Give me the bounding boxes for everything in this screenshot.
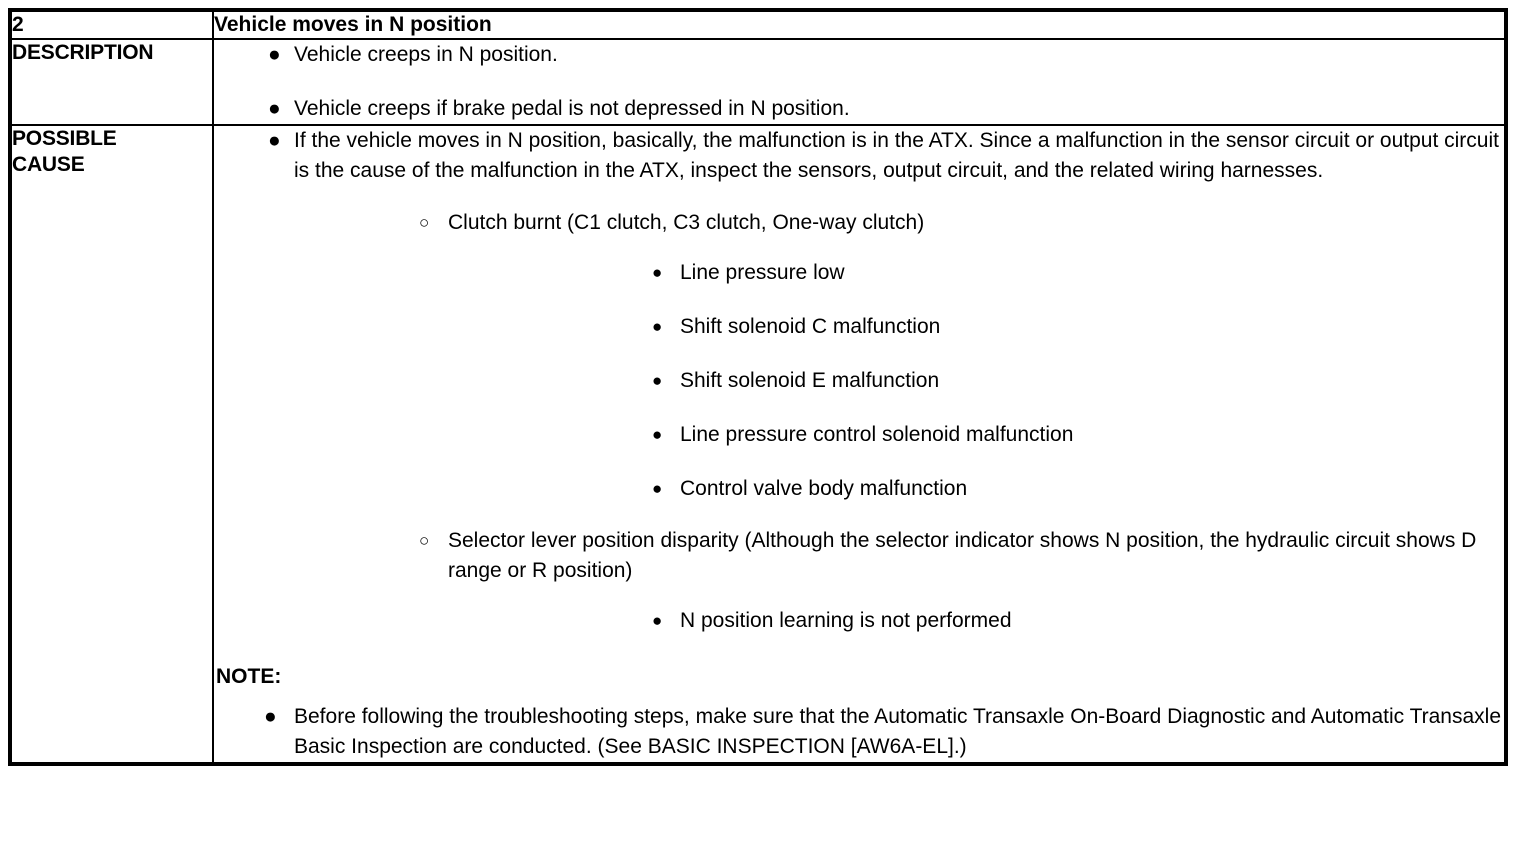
row-number-cell: 2 bbox=[9, 9, 214, 40]
note-list: ● Before following the troubleshooting s… bbox=[214, 702, 1504, 762]
possible-cause-body-cell: ● If the vehicle moves in N position, ba… bbox=[212, 124, 1507, 765]
list-item-text: Clutch burnt (C1 clutch, C3 clutch, One-… bbox=[448, 211, 925, 234]
filled-bullet-icon: ● bbox=[652, 425, 663, 444]
filled-bullet-icon: ● bbox=[268, 129, 281, 152]
list-item: ● N position learning is not performed bbox=[448, 606, 1504, 636]
list-item-text: Control valve body malfunction bbox=[680, 477, 968, 500]
troubleshooting-table: 2 Vehicle moves in N position DESCRIPTIO… bbox=[8, 8, 1508, 766]
list-item-text: Vehicle creeps in N position. bbox=[294, 43, 558, 66]
table-row-description: DESCRIPTION ● Vehicle creeps in N positi… bbox=[9, 38, 1507, 126]
list-item: ○ Clutch burnt (C1 clutch, C3 clutch, On… bbox=[294, 208, 1504, 504]
filled-bullet-icon: ● bbox=[268, 43, 281, 66]
list-item: ● Vehicle creeps in N position. bbox=[214, 40, 1504, 70]
description-list: ● Vehicle creeps in N position. ● Vehicl… bbox=[214, 40, 1504, 124]
table-row-possible-cause: POSSIBLE CAUSE ● If the vehicle moves in… bbox=[9, 124, 1507, 765]
list-item: ● Before following the troubleshooting s… bbox=[214, 702, 1504, 762]
list-item-text: Shift solenoid C malfunction bbox=[680, 315, 941, 338]
table-row-header: 2 Vehicle moves in N position bbox=[9, 9, 1507, 40]
list-item-text: If the vehicle moves in N position, basi… bbox=[294, 129, 1499, 182]
list-item: ● Shift solenoid E malfunction bbox=[448, 366, 1504, 396]
possible-cause-list: ● If the vehicle moves in N position, ba… bbox=[214, 126, 1504, 636]
list-item: ● If the vehicle moves in N position, ba… bbox=[214, 126, 1504, 636]
filled-bullet-icon: ● bbox=[652, 263, 663, 282]
list-item: ● Vehicle creeps if brake pedal is not d… bbox=[214, 94, 1504, 124]
possible-cause-label-cell: POSSIBLE CAUSE bbox=[9, 124, 214, 765]
row-title-cell: Vehicle moves in N position bbox=[212, 9, 1507, 40]
list-item: ● Shift solenoid C malfunction bbox=[448, 312, 1504, 342]
filled-bullet-icon: ● bbox=[264, 705, 277, 728]
filled-bullet-icon: ● bbox=[652, 371, 663, 390]
list-item-text: Line pressure control solenoid malfuncti… bbox=[680, 423, 1074, 446]
list-item-text: Before following the troubleshooting ste… bbox=[294, 705, 1501, 758]
list-item: ● Control valve body malfunction bbox=[448, 474, 1504, 504]
description-label-cell: DESCRIPTION bbox=[9, 38, 214, 126]
filled-bullet-icon: ● bbox=[652, 317, 663, 336]
hollow-bullet-icon: ○ bbox=[419, 213, 430, 232]
hollow-bullet-icon: ○ bbox=[419, 531, 430, 550]
list-item-text: Vehicle creeps if brake pedal is not dep… bbox=[294, 97, 850, 120]
note-label: NOTE: bbox=[216, 665, 282, 688]
possible-cause-sublist: ○ Clutch burnt (C1 clutch, C3 clutch, On… bbox=[294, 208, 1504, 636]
list-item: ● Line pressure low bbox=[448, 258, 1504, 288]
list-item: ● Line pressure control solenoid malfunc… bbox=[448, 420, 1504, 450]
possible-cause-label-line2: CAUSE bbox=[12, 153, 85, 176]
clutch-burnt-sublist: ● Line pressure low ● Shift solenoid C m… bbox=[448, 258, 1504, 504]
list-item-text: Line pressure low bbox=[680, 261, 845, 284]
description-body-cell: ● Vehicle creeps in N position. ● Vehicl… bbox=[212, 38, 1507, 126]
list-item: ○ Selector lever position disparity (Alt… bbox=[294, 526, 1504, 636]
list-item-text: N position learning is not performed bbox=[680, 609, 1012, 632]
selector-lever-sublist: ● N position learning is not performed bbox=[448, 606, 1504, 636]
filled-bullet-icon: ● bbox=[652, 479, 663, 498]
filled-bullet-icon: ● bbox=[652, 611, 663, 630]
filled-bullet-icon: ● bbox=[268, 97, 281, 120]
list-item-text: Selector lever position disparity (Altho… bbox=[448, 529, 1477, 582]
list-item-text: Shift solenoid E malfunction bbox=[680, 369, 940, 392]
possible-cause-label-line1: POSSIBLE bbox=[12, 127, 117, 150]
